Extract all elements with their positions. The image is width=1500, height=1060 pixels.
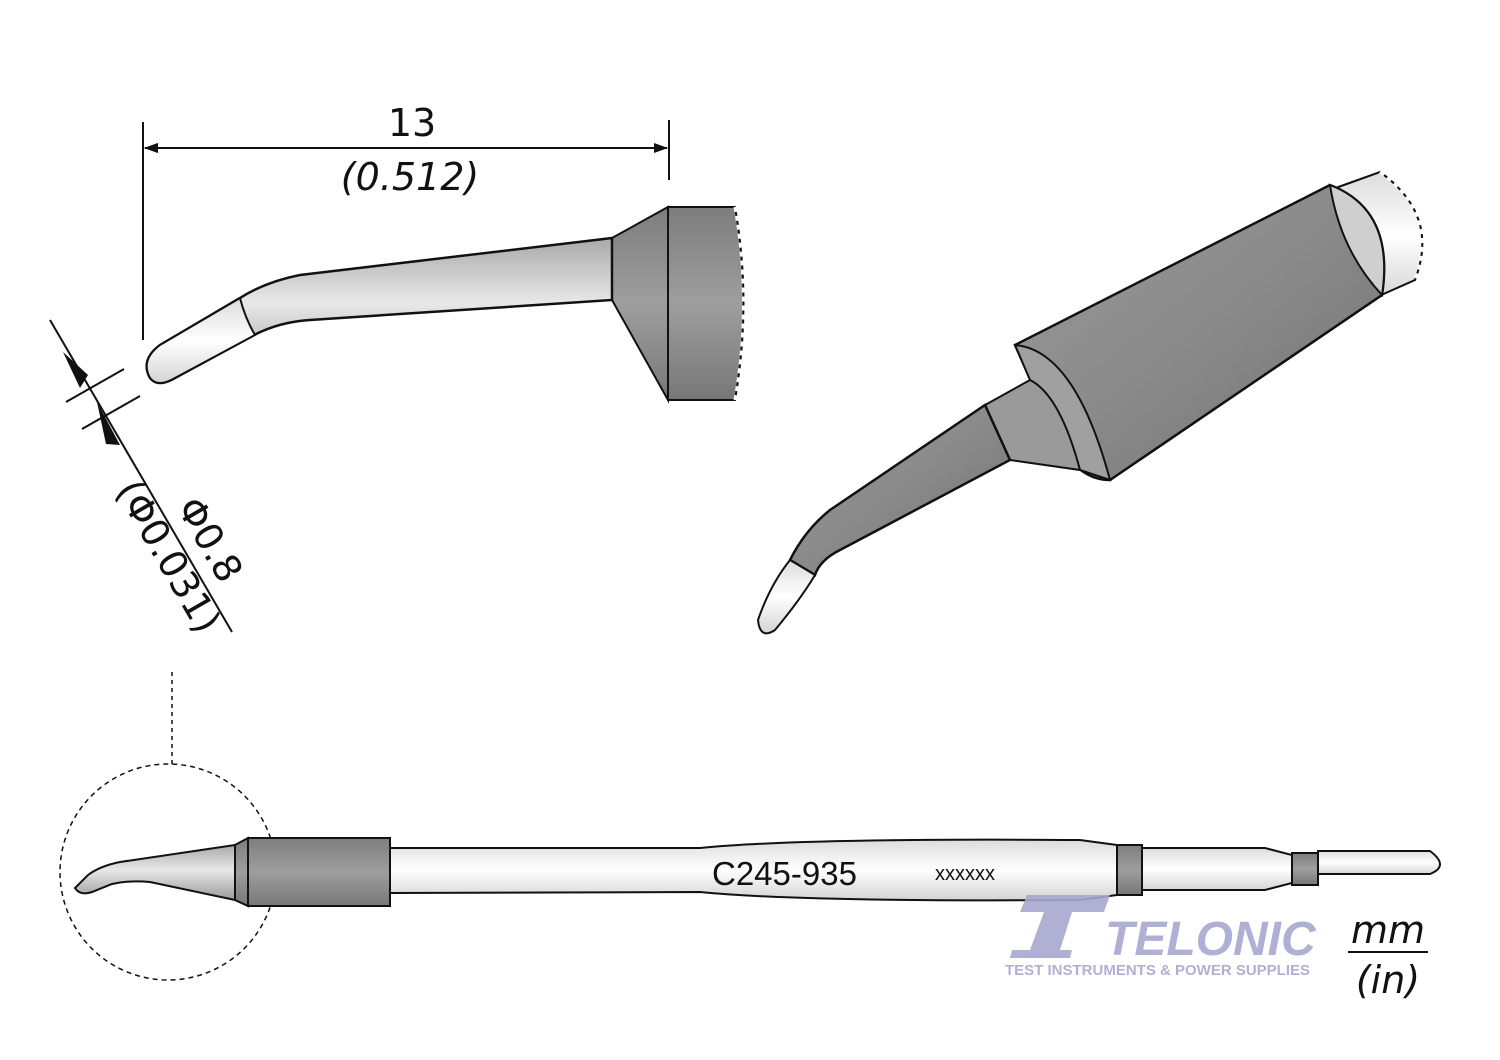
side-view-tip: [145, 205, 745, 404]
unit-primary: mm: [1351, 908, 1425, 952]
length-in-label: (0.512): [341, 155, 479, 199]
perspective-view-tip: [756, 170, 1424, 635]
telonic-logo: TELONIC TEST INSTRUMENTS & POWER SUPPLIE…: [1005, 895, 1317, 979]
length-mm-label: 13: [388, 101, 436, 145]
units-legend: mm (in): [1348, 908, 1428, 1002]
serial-marking: xxxxxx: [935, 863, 995, 885]
telonic-t-icon: [1010, 895, 1110, 958]
part-number-label: C245-935: [712, 855, 857, 892]
full-length-view-tip: C245-935 xxxxxx: [73, 836, 1441, 908]
unit-secondary: (in): [1356, 958, 1420, 1002]
logo-name: TELONIC: [1105, 913, 1317, 966]
length-dimension: 13 (0.512): [142, 101, 670, 340]
logo-tagline: TEST INSTRUMENTS & POWER SUPPLIES: [1005, 962, 1310, 979]
